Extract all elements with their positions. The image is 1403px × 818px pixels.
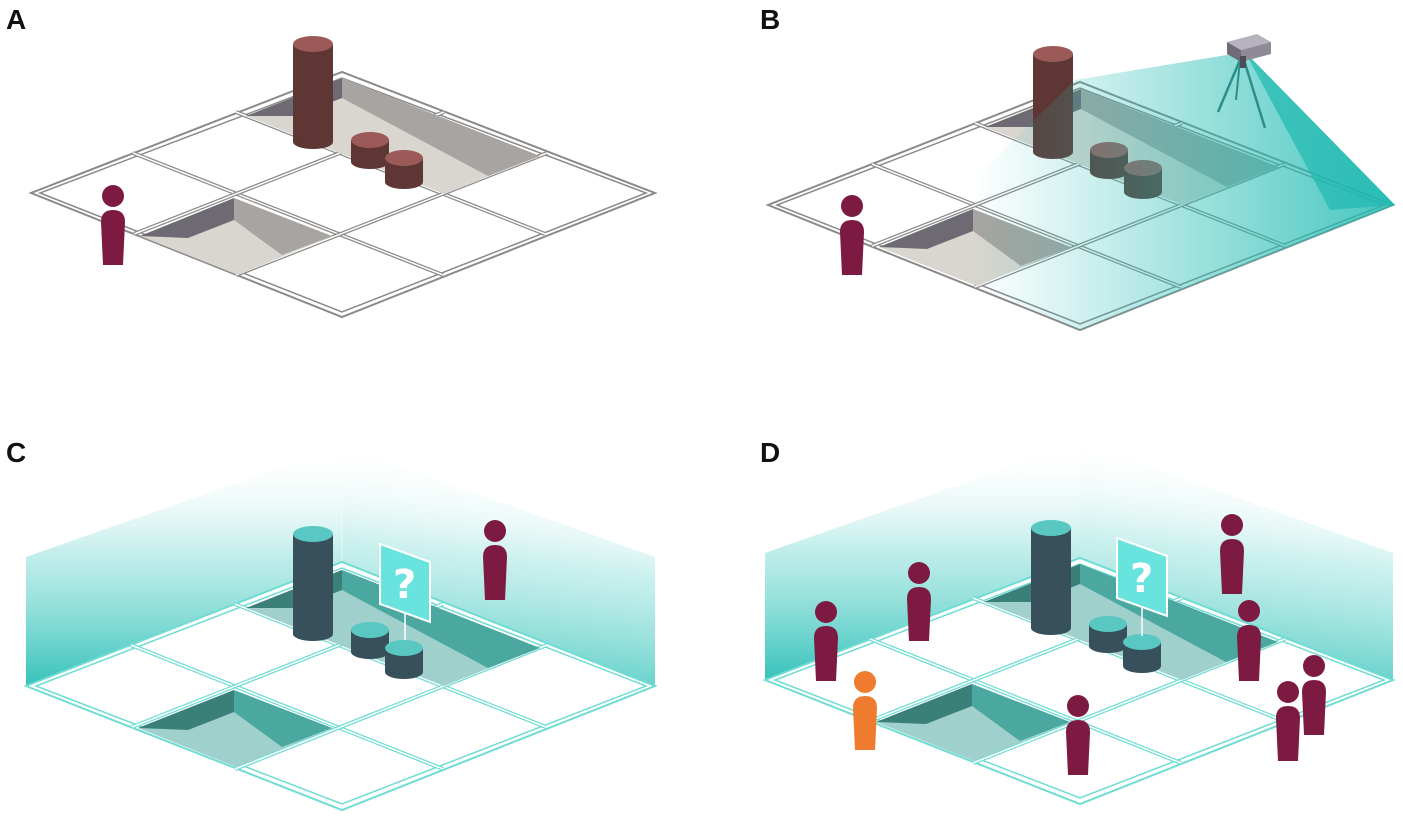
panel-label-b: B <box>760 4 780 35</box>
small-cylinder-a1 <box>351 132 389 169</box>
panel-label-c: C <box>6 437 26 468</box>
panel-c: ? <box>23 446 658 812</box>
camera-icon <box>1227 34 1271 68</box>
tall-cylinder-c <box>293 526 333 641</box>
person-d7 <box>1066 695 1090 775</box>
small-cylinder-c1 <box>351 622 389 659</box>
person-d6 <box>1276 681 1300 761</box>
small-cylinder-a2 <box>385 150 423 189</box>
camera-beam <box>900 52 1395 330</box>
panel-b <box>765 34 1396 332</box>
small-cylinder-d2 <box>1123 634 1161 673</box>
person-d4 <box>1237 600 1261 681</box>
panel-d: ? <box>762 442 1396 806</box>
small-pit-d <box>876 684 1070 761</box>
person-highlighted-d <box>853 671 877 750</box>
tall-cylinder-d <box>1031 520 1071 635</box>
question-mark-d: ? <box>1130 556 1153 602</box>
panel-label-a: A <box>6 4 26 35</box>
panel-a <box>28 36 658 319</box>
small-pit-c <box>138 690 332 767</box>
question-sign-d: ? <box>1116 536 1168 636</box>
person-b <box>840 195 864 275</box>
person-a <box>101 185 125 265</box>
person-d3 <box>1220 514 1244 594</box>
tall-cylinder-a <box>293 36 333 149</box>
person-c <box>483 520 507 600</box>
person-d1 <box>814 601 838 681</box>
small-pit-a <box>140 198 332 275</box>
panel-label-d: D <box>760 437 780 468</box>
person-d2 <box>907 562 931 641</box>
small-cylinder-d1 <box>1089 616 1127 653</box>
question-mark-c: ? <box>393 562 416 608</box>
question-sign-c: ? <box>379 542 431 640</box>
person-d5 <box>1302 655 1326 735</box>
small-cylinder-c2 <box>385 640 423 679</box>
